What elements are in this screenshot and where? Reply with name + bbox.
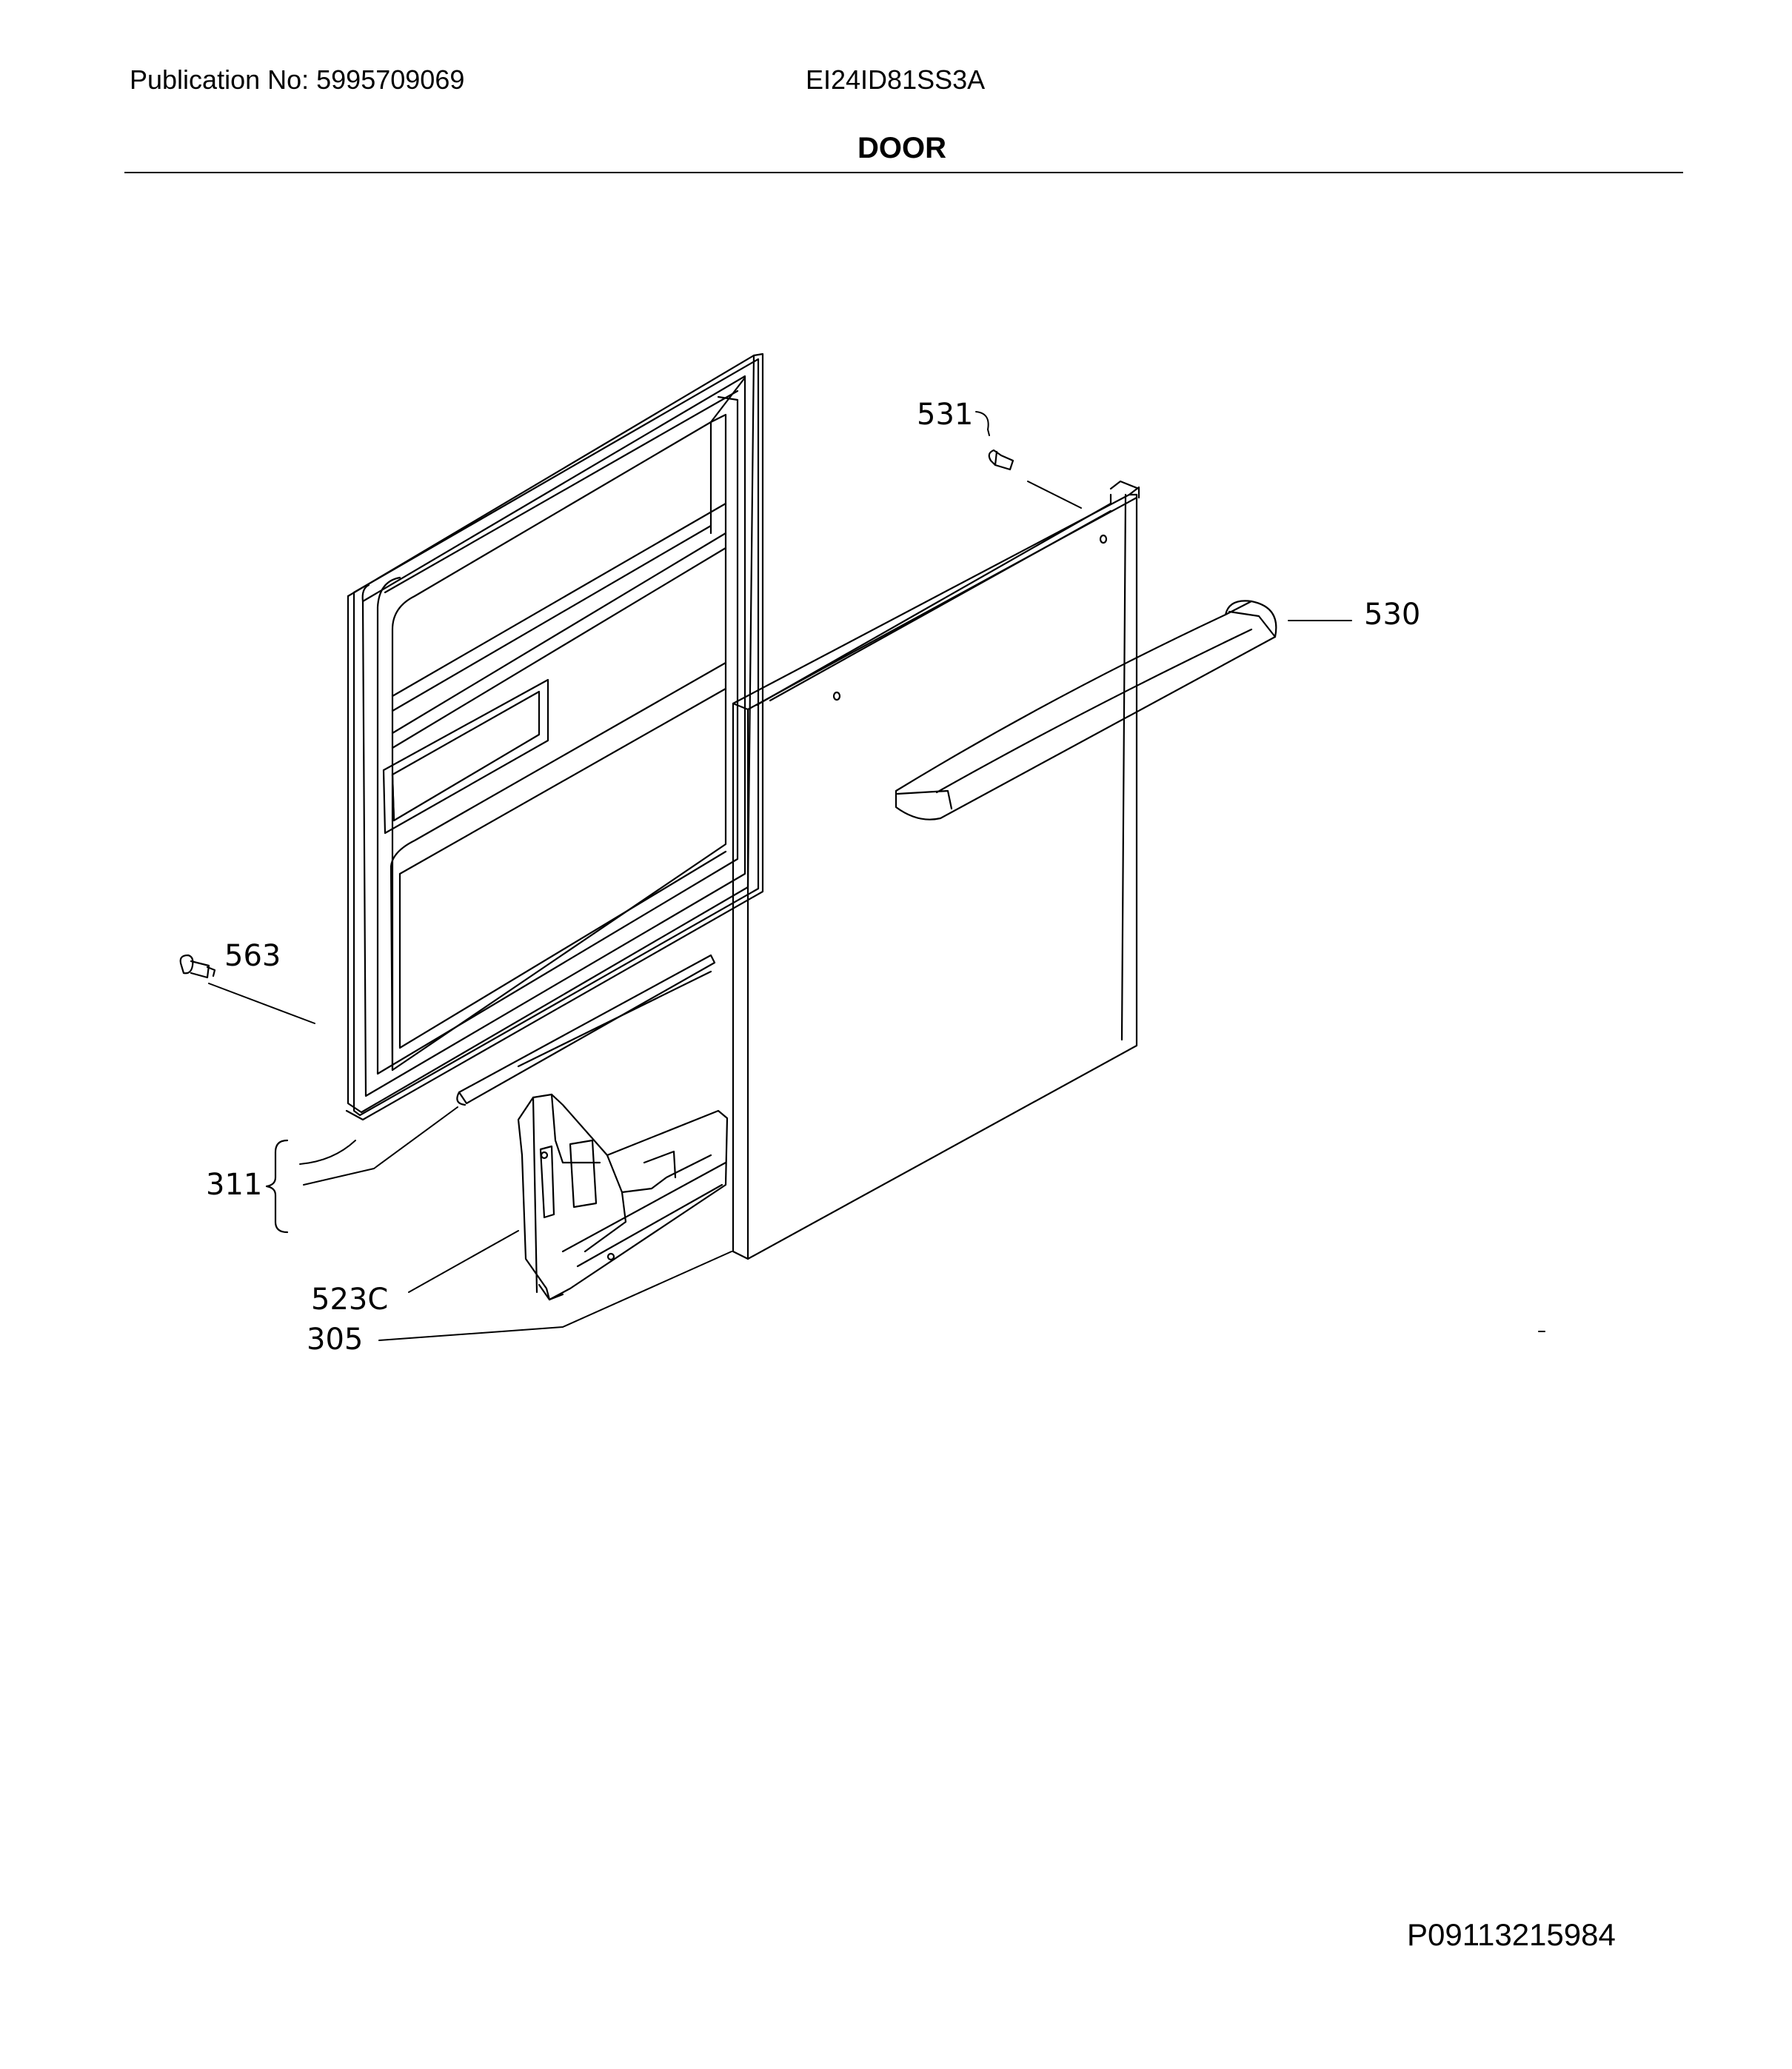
- inner-door-panel: [345, 352, 764, 1121]
- callout-530: 530: [1364, 598, 1420, 632]
- outer-door-panel: [732, 480, 1140, 1260]
- leader-lines: [208, 411, 1545, 1341]
- callout-brace-311: [265, 1139, 289, 1234]
- bottom-bracket: [517, 1093, 729, 1301]
- callout-305: 305: [307, 1323, 363, 1357]
- edge-trim: [456, 954, 716, 1106]
- callout-523c: 523C: [311, 1283, 388, 1317]
- screw-531: [988, 449, 1014, 471]
- callout-531: 531: [917, 398, 973, 432]
- callout-311: 311: [206, 1168, 262, 1202]
- diagram-code: P09113215984: [1407, 1917, 1616, 1952]
- screw-563: [179, 954, 216, 979]
- door-handle: [895, 600, 1277, 820]
- callout-563: 563: [224, 939, 281, 973]
- model-number: EI24ID81SS3A: [806, 64, 986, 95]
- publication-number: Publication No: 5995709069: [130, 64, 465, 95]
- section-title: DOOR: [857, 132, 946, 164]
- header-divider: [124, 172, 1683, 173]
